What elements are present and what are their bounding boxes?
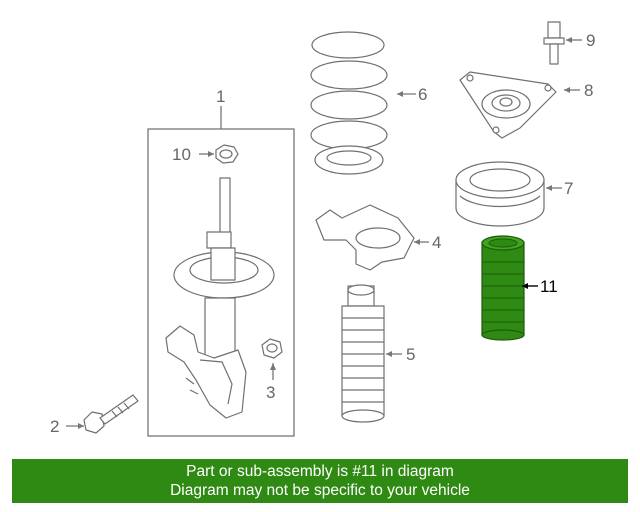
banner-line-1: Part or sub-assembly is #11 in diagram <box>186 463 454 480</box>
banner-line-2: Diagram may not be specific to your vehi… <box>170 482 470 499</box>
info-banner: Part or sub-assembly is #11 in diagram D… <box>12 459 628 503</box>
callout-4: 4 <box>432 233 441 252</box>
callout-11: 11 <box>540 277 558 296</box>
callout-3: 3 <box>266 383 275 402</box>
part-9-bolt[interactable] <box>543 21 565 65</box>
part-11-dust-boot[interactable] <box>481 235 525 341</box>
callout-7: 7 <box>564 179 573 198</box>
parts-diagram: 1 10 3 2 6 4 5 9 8 7 11 <box>50 21 595 437</box>
part-4-spring-seat[interactable] <box>315 204 415 271</box>
callout-8: 8 <box>584 81 593 100</box>
part-1-strut[interactable] <box>165 177 275 419</box>
part-7-mount-bearing[interactable] <box>455 161 545 227</box>
callout-1: 1 <box>216 87 225 106</box>
callout-2: 2 <box>50 417 59 436</box>
callout-10: 10 <box>172 145 191 164</box>
part-8-strut-mount[interactable] <box>459 71 557 139</box>
part-6-coil-spring[interactable] <box>310 31 388 175</box>
part-3-nut[interactable] <box>261 338 283 359</box>
callout-5: 5 <box>406 345 415 364</box>
part-5-bellows[interactable] <box>341 284 385 423</box>
callout-9: 9 <box>586 31 595 50</box>
part-2-bolt[interactable] <box>83 394 139 434</box>
part-10-nut[interactable] <box>215 144 239 164</box>
callout-6: 6 <box>418 85 427 104</box>
